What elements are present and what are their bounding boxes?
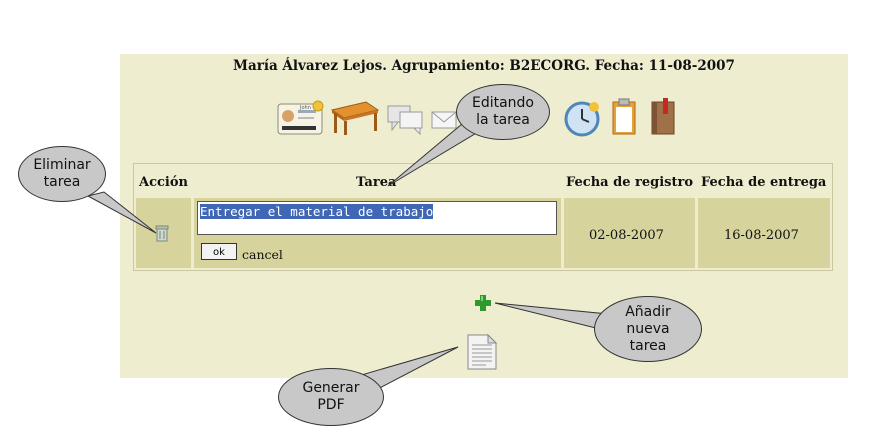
table-cell-registered xyxy=(564,198,695,268)
pointer-add xyxy=(494,302,609,331)
pointer-editing xyxy=(387,123,480,187)
pointer-delete xyxy=(86,191,157,234)
callout-editing-task: Editando la tarea xyxy=(456,84,550,140)
registered-date: 02-08-2007 xyxy=(589,228,664,243)
table-cell-due xyxy=(698,198,830,268)
page-title: María Álvarez Lejos. Agrupamiento: B2ECO… xyxy=(233,58,735,74)
book-icon[interactable] xyxy=(648,98,678,138)
chat-icon[interactable] xyxy=(386,102,426,136)
header-action: Acción xyxy=(139,175,188,190)
due-date: 16-08-2007 xyxy=(724,228,799,243)
id-card-icon[interactable]: John xyxy=(276,100,324,136)
header-task: Tarea xyxy=(356,175,397,190)
task-input[interactable]: Entregar el material de trabajo xyxy=(197,201,557,235)
callout-add-task: Añadir nueva tarea xyxy=(594,296,702,362)
header-due: Fecha de entrega xyxy=(701,175,827,190)
id-card-text: John xyxy=(299,105,311,111)
pdf-document-icon[interactable] xyxy=(464,333,498,371)
add-icon[interactable] xyxy=(473,293,493,313)
clipboard-icon[interactable] xyxy=(610,98,640,138)
callout-generate-pdf: Generar PDF xyxy=(278,368,384,426)
table-icon[interactable] xyxy=(328,98,380,136)
clock-icon[interactable] xyxy=(562,100,602,138)
mail-icon[interactable] xyxy=(430,106,458,132)
trash-icon[interactable] xyxy=(154,224,170,242)
callout-delete-task: Eliminar tarea xyxy=(18,146,106,202)
task-input-value: Entregar el material de trabajo xyxy=(200,204,434,219)
cancel-link[interactable]: cancel xyxy=(242,247,283,262)
header-registered: Fecha de registro xyxy=(566,175,693,190)
ok-button[interactable]: ok xyxy=(201,243,237,260)
